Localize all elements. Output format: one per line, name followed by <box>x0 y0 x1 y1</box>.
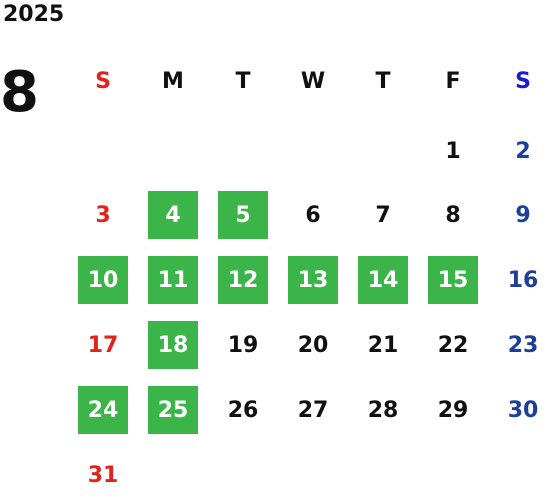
day-cell-17[interactable]: 17 <box>87 332 119 358</box>
weekday-tue: T <box>235 68 251 94</box>
calendar-year: 2025 <box>3 2 65 27</box>
weekday-sat: S <box>515 68 531 94</box>
day-cell-31[interactable]: 31 <box>87 462 119 488</box>
day-cell-22[interactable]: 22 <box>437 332 469 358</box>
day-cell-18[interactable]: 18 <box>148 321 198 369</box>
weekday-thu: T <box>375 68 391 94</box>
day-cell-1[interactable]: 1 <box>445 138 461 164</box>
day-cell-15[interactable]: 15 <box>428 256 478 304</box>
weekday-mon: M <box>162 68 184 94</box>
day-cell-3[interactable]: 3 <box>95 202 111 228</box>
weekday-fri: F <box>445 68 461 94</box>
day-cell-14[interactable]: 14 <box>358 256 408 304</box>
day-cell-11[interactable]: 11 <box>148 256 198 304</box>
day-cell-9[interactable]: 9 <box>515 202 531 228</box>
day-cell-23[interactable]: 23 <box>507 332 539 358</box>
day-cell-13[interactable]: 13 <box>288 256 338 304</box>
day-cell-2[interactable]: 2 <box>515 138 531 164</box>
day-cell-25[interactable]: 25 <box>148 386 198 434</box>
day-cell-20[interactable]: 20 <box>297 332 329 358</box>
day-cell-30[interactable]: 30 <box>507 397 539 423</box>
day-cell-28[interactable]: 28 <box>367 397 399 423</box>
day-cell-5[interactable]: 5 <box>218 191 268 239</box>
day-cell-4[interactable]: 4 <box>148 191 198 239</box>
day-cell-24[interactable]: 24 <box>78 386 128 434</box>
day-cell-8[interactable]: 8 <box>445 202 461 228</box>
day-cell-16[interactable]: 16 <box>507 267 539 293</box>
day-cell-6[interactable]: 6 <box>305 202 321 228</box>
day-cell-21[interactable]: 21 <box>367 332 399 358</box>
day-cell-19[interactable]: 19 <box>227 332 259 358</box>
day-cell-10[interactable]: 10 <box>78 256 128 304</box>
weekday-wed: W <box>300 68 326 94</box>
day-cell-29[interactable]: 29 <box>437 397 469 423</box>
day-cell-26[interactable]: 26 <box>227 397 259 423</box>
day-cell-12[interactable]: 12 <box>218 256 268 304</box>
day-cell-7[interactable]: 7 <box>375 202 391 228</box>
weekday-sun: S <box>95 68 111 94</box>
day-cell-27[interactable]: 27 <box>297 397 329 423</box>
calendar-month: 8 <box>0 60 39 125</box>
